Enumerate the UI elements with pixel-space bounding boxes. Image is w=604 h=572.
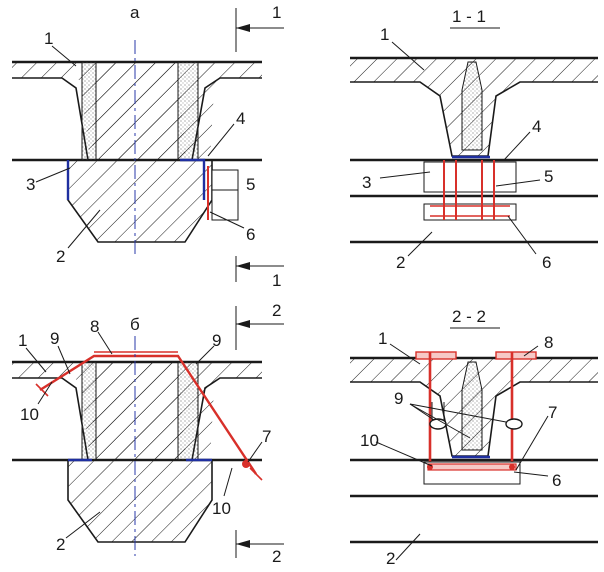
label-b-9-left: 9 [50,329,59,348]
slab-s22 [350,356,598,457]
label-s11-6: 6 [542,253,551,272]
repair-clamp-s11 [423,160,517,221]
section-mark-2-top: 2 [272,301,281,320]
label-b-10-left: 10 [20,405,39,424]
label-s11-5: 5 [544,167,553,186]
label-s11-3: 3 [362,173,371,192]
label-b-2: 2 [56,535,65,554]
weld-a [66,158,206,200]
label-s22-1: 1 [378,329,387,348]
panel-b: 2 2 б 1 2 7 8 9 9 10 10 [12,301,284,566]
label-a-3: 3 [26,175,35,194]
leaders-s11 [379,41,541,257]
tie-rod-b [35,351,263,481]
label-s22-7: 7 [548,403,557,422]
section-2-2-title: 2 - 2 [452,307,486,326]
repair-plate-a [207,166,239,221]
label-s22-2: 2 [386,549,395,568]
label-a-5: 5 [246,175,255,194]
grout-joint-b [81,361,199,461]
leaders-b [25,331,263,539]
section-1-marks: 1 1 [235,3,284,290]
slab-s11 [350,56,598,157]
section-1-1-title: 1 - 1 [452,7,486,26]
section-2-marks: 2 2 [235,301,284,566]
panel-a: 1 1 а 1 2 3 4 5 6 [12,3,284,290]
panel-b-title: б [130,315,140,334]
label-b-7: 7 [262,427,271,446]
label-s22-8: 8 [544,333,553,352]
label-a-1: 1 [44,29,53,48]
label-s11-2: 2 [396,253,405,272]
section-mark-1-bottom: 1 [272,271,281,290]
section-mark-1-top: 1 [272,3,281,22]
panel-a-title: а [130,3,140,22]
label-s22-10: 10 [360,431,379,450]
label-s22-9: 9 [394,389,403,408]
label-s11-1: 1 [380,25,389,44]
leaders-s22 [375,343,549,561]
label-b-9-right: 9 [212,331,221,350]
label-b-8: 8 [90,317,99,336]
section-mark-2-bottom: 2 [272,547,281,566]
panel-section-2-2: 2 - 2 [350,307,598,568]
column-head-b [67,362,213,543]
label-b-1: 1 [18,331,27,350]
leaders-a [35,45,245,249]
label-s22-6: 6 [552,471,561,490]
label-a-2: 2 [56,247,65,266]
label-s11-4: 4 [532,117,541,136]
label-a-4: 4 [236,109,245,128]
label-a-6: 6 [246,225,255,244]
tie-rods-s22 [415,351,537,485]
panel-section-1-1: 1 - 1 1 2 [350,7,598,272]
label-b-10-right: 10 [212,499,231,518]
